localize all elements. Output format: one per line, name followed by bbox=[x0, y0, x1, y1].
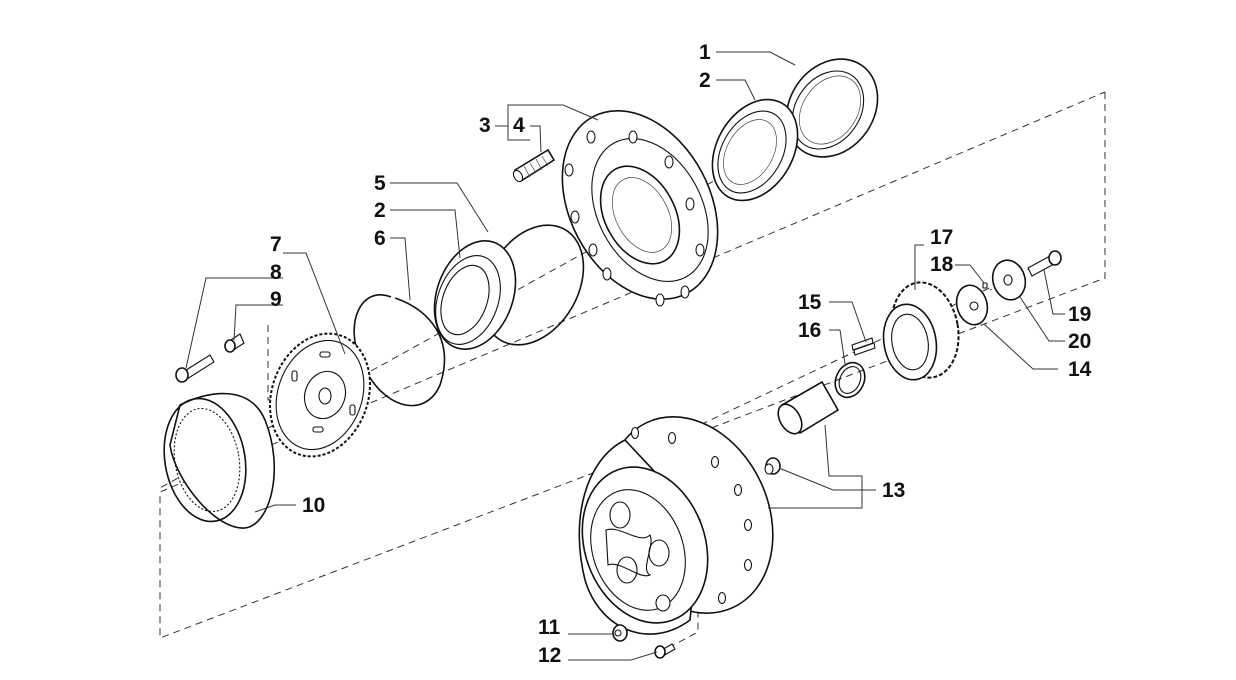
part-19-screw[interactable] bbox=[1027, 250, 1062, 277]
leader-12 bbox=[568, 651, 658, 661]
part-4-stud[interactable] bbox=[512, 148, 556, 183]
part-3-hub[interactable] bbox=[531, 84, 749, 326]
part-7-ring-gear-carrier[interactable] bbox=[253, 319, 386, 470]
callout-labels: 1 2 3 4 5 2 6 7 8 9 10 11 12 13 14 15 16… bbox=[270, 41, 1092, 667]
callout-6[interactable]: 6 bbox=[374, 227, 386, 250]
leader-7 bbox=[283, 252, 346, 355]
leader-3 bbox=[495, 104, 599, 141]
part-1-seal-ring[interactable] bbox=[768, 41, 896, 174]
callout-2-outer[interactable]: 2 bbox=[699, 69, 711, 92]
carrier-bolt-holes bbox=[630, 426, 753, 605]
part-18-pin[interactable] bbox=[982, 282, 988, 289]
callout-5[interactable]: 5 bbox=[374, 172, 386, 195]
leader-17 bbox=[914, 244, 924, 290]
callout-2-inner[interactable]: 2 bbox=[374, 199, 386, 222]
callout-18[interactable]: 18 bbox=[930, 253, 954, 276]
part-13-planet-carrier[interactable] bbox=[561, 390, 804, 641]
part-12-screw[interactable] bbox=[654, 643, 676, 659]
part-2-bearing-inner[interactable] bbox=[420, 229, 530, 360]
callout-4[interactable]: 4 bbox=[513, 114, 525, 137]
callout-11[interactable]: 11 bbox=[538, 616, 561, 639]
callout-10[interactable]: 10 bbox=[302, 494, 325, 517]
part-16-spacer-ring[interactable] bbox=[830, 358, 871, 402]
part-13-small-pin[interactable] bbox=[764, 457, 781, 475]
callout-8[interactable]: 8 bbox=[270, 261, 282, 284]
callout-19[interactable]: 19 bbox=[1068, 303, 1091, 326]
callout-17[interactable]: 17 bbox=[930, 226, 953, 249]
part-2-bearing-outer[interactable] bbox=[695, 84, 815, 216]
leader-9 bbox=[233, 304, 283, 341]
leader-2b bbox=[390, 209, 461, 259]
part-9-bushing[interactable] bbox=[224, 333, 245, 353]
callout-1[interactable]: 1 bbox=[699, 41, 711, 64]
leader-19 bbox=[1043, 269, 1065, 315]
leader-18 bbox=[955, 264, 985, 284]
leader-16 bbox=[829, 329, 846, 365]
leader-2a bbox=[716, 79, 756, 101]
leader-1 bbox=[716, 51, 796, 66]
leader-10 bbox=[254, 504, 296, 513]
part-6-snap-ring[interactable] bbox=[353, 294, 446, 407]
part-20-washer[interactable] bbox=[988, 257, 1029, 304]
leader-13 bbox=[768, 424, 876, 509]
callout-14[interactable]: 14 bbox=[1068, 358, 1092, 381]
callout-13[interactable]: 13 bbox=[882, 479, 905, 502]
outer-dashed-frame bbox=[159, 91, 1106, 639]
part-14-thrust-washer[interactable] bbox=[952, 282, 991, 328]
leader-lines bbox=[185, 51, 1065, 661]
part-10-ring-gear[interactable] bbox=[155, 392, 276, 529]
leader-14 bbox=[983, 323, 1058, 370]
callout-20[interactable]: 20 bbox=[1068, 330, 1091, 353]
part-8-bolt[interactable] bbox=[175, 354, 215, 383]
part-13-pin[interactable] bbox=[773, 380, 840, 438]
part-11-plug[interactable] bbox=[612, 624, 628, 642]
part-17-planet-gear[interactable] bbox=[878, 277, 966, 384]
leader-6 bbox=[390, 237, 411, 301]
callout-3[interactable]: 3 bbox=[479, 114, 491, 137]
lower-axis-line bbox=[699, 282, 1001, 426]
leader-5 bbox=[390, 182, 489, 233]
callout-15[interactable]: 15 bbox=[798, 291, 822, 314]
hub-bolt-holes bbox=[564, 130, 705, 307]
part-15-needle-rollers[interactable] bbox=[851, 337, 876, 356]
callout-7[interactable]: 7 bbox=[270, 233, 282, 256]
callout-9[interactable]: 9 bbox=[270, 288, 282, 311]
leader-15 bbox=[829, 301, 867, 343]
leader-4 bbox=[530, 125, 542, 153]
callout-12[interactable]: 12 bbox=[538, 644, 561, 667]
callout-16[interactable]: 16 bbox=[798, 319, 821, 342]
leader-8 bbox=[185, 277, 283, 369]
leader-20 bbox=[1019, 296, 1065, 342]
